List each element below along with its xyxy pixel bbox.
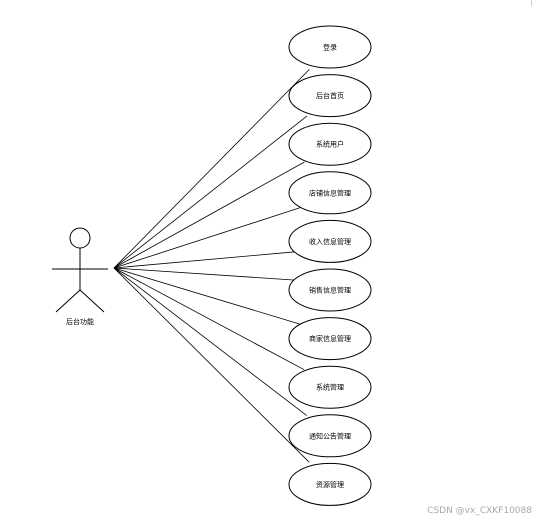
use-case-ellipse bbox=[288, 171, 372, 215]
use-case[interactable]: 店铺信息管理 bbox=[288, 171, 372, 215]
association-line bbox=[113, 267, 307, 416]
use-case[interactable]: 系统管理 bbox=[288, 365, 372, 409]
use-case[interactable]: 销售信息管理 bbox=[288, 268, 372, 312]
use-case-ellipse bbox=[288, 122, 372, 166]
use-case-label: 系统管理 bbox=[316, 383, 344, 392]
association-line bbox=[113, 115, 308, 269]
use-case-ellipse bbox=[288, 268, 372, 312]
association-line bbox=[113, 250, 301, 269]
use-case[interactable]: 收入信息管理 bbox=[288, 219, 372, 263]
use-case-label: 通知公告管理 bbox=[309, 431, 351, 440]
use-case-ellipse bbox=[288, 462, 372, 506]
use-case[interactable]: 后台首页 bbox=[288, 74, 372, 118]
use-case[interactable]: 商家信息管理 bbox=[288, 317, 372, 361]
use-case-ellipse bbox=[288, 317, 372, 361]
use-case-label: 销售信息管理 bbox=[309, 286, 351, 295]
use-case[interactable]: 资源管理 bbox=[288, 462, 372, 506]
use-case-ellipse bbox=[288, 414, 372, 458]
association-line bbox=[113, 161, 305, 269]
watermark: CSDN @vx_CXKF10088 bbox=[427, 506, 532, 516]
use-case-ellipse bbox=[288, 74, 372, 118]
association-lines bbox=[113, 69, 310, 463]
use-case-label: 系统用户 bbox=[316, 140, 344, 149]
use-case-label: 登录 bbox=[323, 43, 337, 52]
use-case-ellipse bbox=[288, 365, 372, 409]
use-case[interactable]: 系统用户 bbox=[288, 122, 372, 166]
association-line bbox=[113, 267, 303, 326]
use-case-label: 资源管理 bbox=[316, 480, 344, 489]
corner-mark bbox=[531, 0, 532, 6]
use-case-ellipse bbox=[288, 219, 372, 263]
use-case-label: 店铺信息管理 bbox=[309, 188, 351, 197]
use-case-label: 商家信息管理 bbox=[309, 334, 351, 343]
actor-right-leg bbox=[79, 289, 105, 313]
use-case-label: 收入信息管理 bbox=[309, 237, 351, 246]
use-case[interactable]: 登录 bbox=[288, 25, 372, 69]
association-line bbox=[113, 267, 301, 281]
association-line bbox=[113, 267, 305, 371]
use-case-label: 后台首页 bbox=[316, 91, 344, 100]
actor-label: 后台功能 bbox=[66, 317, 94, 326]
use-cases: 登录后台首页系统用户店铺信息管理收入信息管理销售信息管理商家信息管理系统管理通知… bbox=[288, 25, 372, 506]
association-line bbox=[113, 206, 303, 269]
actor[interactable]: 后台功能 bbox=[52, 227, 108, 326]
use-case-ellipse bbox=[288, 25, 372, 69]
association-line bbox=[113, 69, 310, 269]
association-line bbox=[113, 267, 310, 463]
actor-head bbox=[69, 227, 91, 249]
use-case[interactable]: 通知公告管理 bbox=[288, 414, 372, 458]
actor-left-leg bbox=[55, 289, 81, 313]
